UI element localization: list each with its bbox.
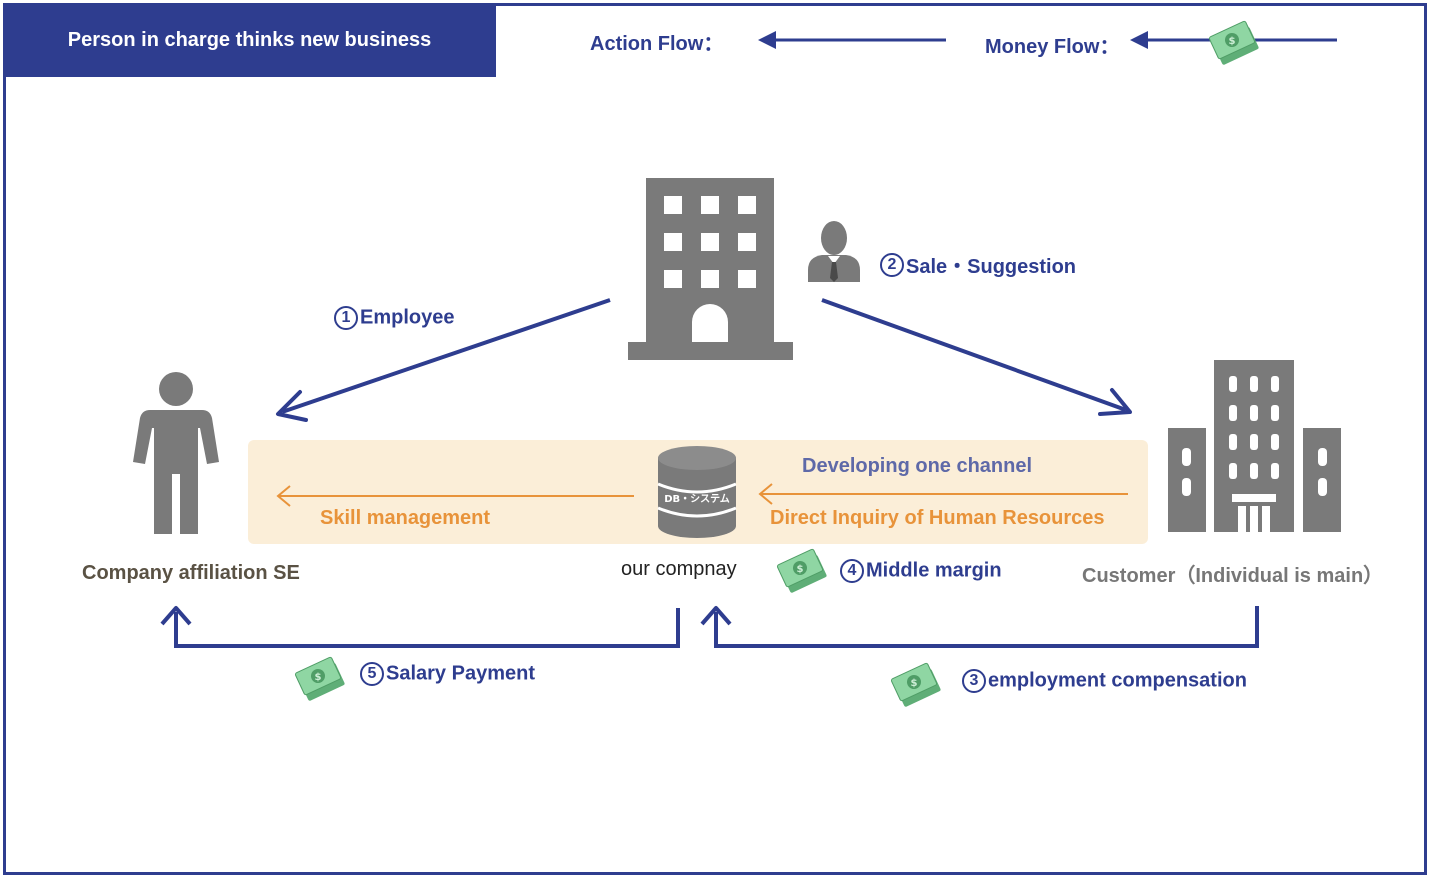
skill-management-arrow	[276, 485, 634, 507]
salary-payment-arrow	[160, 606, 680, 648]
step-label: Sale・Suggestion	[906, 256, 1077, 278]
money-icon-salary	[294, 656, 346, 702]
money-icon-compensation	[890, 662, 942, 708]
header-title: Person in charge thinks new business	[3, 3, 496, 77]
action-flow-label: Action Flow：	[590, 33, 724, 55]
employee-se-label: Company affiliation SE	[82, 562, 300, 584]
step-number: 5	[360, 662, 384, 686]
diagram-frame	[3, 3, 1427, 875]
salesperson-icon	[808, 221, 860, 282]
step-label: Salary Payment	[386, 662, 535, 685]
direct-inquiry-arrow	[758, 483, 1128, 505]
action-flow-arrow	[758, 31, 946, 49]
employment-compensation-arrow	[700, 606, 1259, 648]
money-flow-label: Money Flow：	[985, 36, 1120, 58]
database-label: DB・システム	[664, 493, 730, 505]
employee-arrow	[276, 298, 611, 422]
customer-label: Customer（Individual is main）	[1082, 565, 1384, 587]
our-company-label: our compnay	[621, 558, 737, 580]
step-label: Employee	[360, 306, 455, 329]
database-icon	[657, 446, 737, 538]
money-icon-middle-margin	[776, 548, 828, 594]
step-label: Middle margin	[866, 559, 1002, 582]
developing-channel-label: Developing one channel	[802, 455, 1033, 477]
direct-inquiry-label: Direct Inquiry of Human Resources	[770, 507, 1105, 529]
step-number: 4	[840, 559, 864, 583]
step-number: 2	[880, 252, 904, 277]
company-building-icon	[628, 178, 793, 360]
employee-se-icon	[133, 372, 219, 534]
skill-management-label: Skill management	[320, 507, 491, 529]
step-number: 1	[334, 306, 358, 330]
money-legend-icon	[1208, 20, 1260, 66]
step-number: 3	[962, 669, 986, 693]
sale-arrow	[821, 298, 1132, 416]
step-label: employment compensation	[988, 669, 1247, 692]
customer-building-icon	[1168, 360, 1341, 532]
